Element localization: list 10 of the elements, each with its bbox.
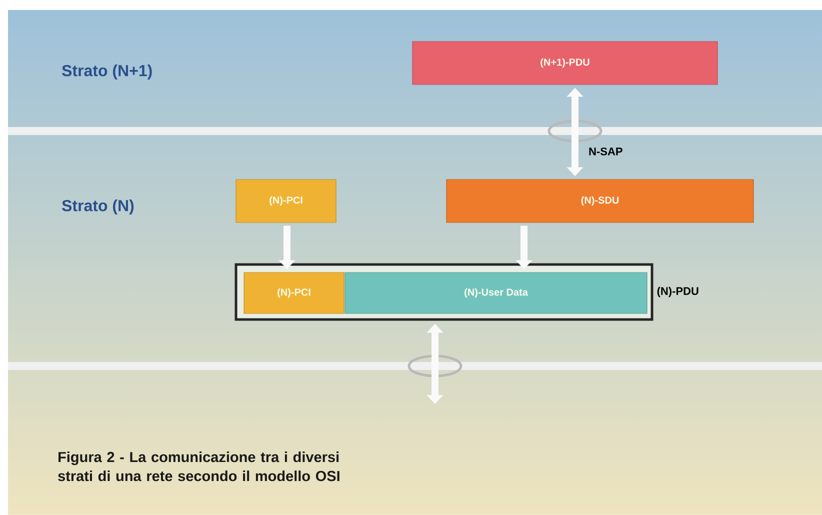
layer-label: Strato (N+1) [62,64,152,80]
pdu-box: (N+1)-PDU [412,41,718,85]
edge-label: N-SAP [589,148,622,156]
pci-box: (N)-PCI [236,179,336,223]
data-box: (N)-User Data [344,272,648,314]
node-label: (N)-PDU [657,286,698,298]
caption: Figura 2 - La comunicazione tra i diversi strati di una rete secondo il modello OSI [58,452,340,482]
layer-label: Strato (N) [62,200,134,214]
sdu-box: (N)-SDU [446,179,754,223]
pci-box: (N)-PCI [244,272,344,314]
